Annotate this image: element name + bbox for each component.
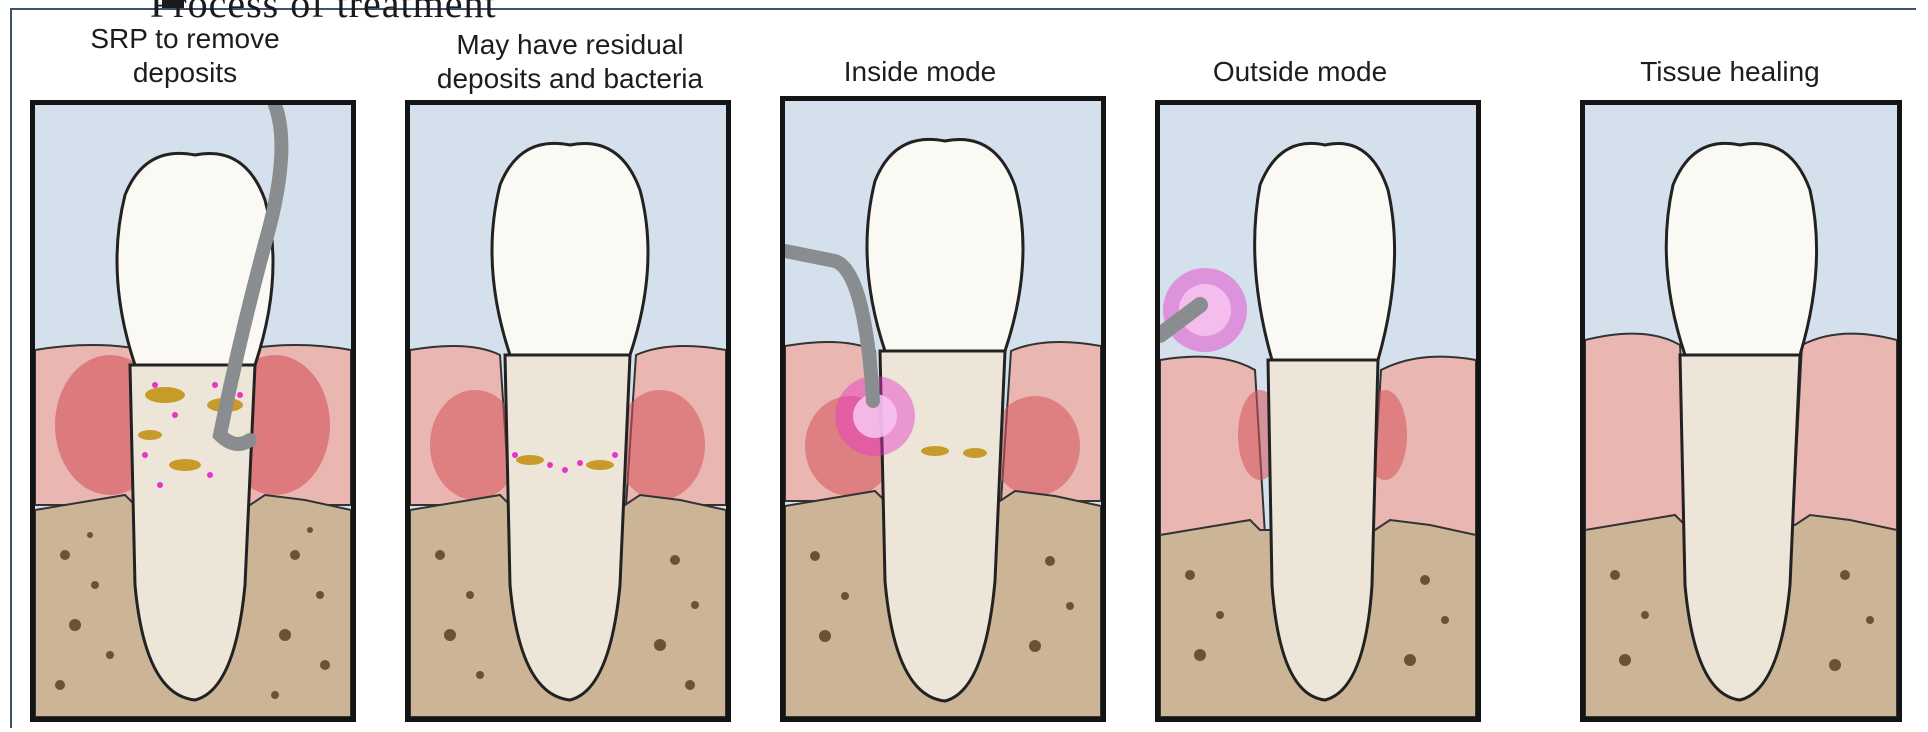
panel-inside-mode xyxy=(780,96,1106,722)
tooth-crown xyxy=(117,153,273,365)
caption-inside-mode: Inside mode xyxy=(770,55,1070,89)
panel-srp xyxy=(30,100,356,722)
panel-outside-mode xyxy=(1155,100,1481,722)
panel-tissue-healing xyxy=(1580,100,1902,722)
caption-residual: May have residual deposits and bacteria xyxy=(400,28,740,96)
caption-outside-mode: Outside mode xyxy=(1150,55,1450,89)
caption-srp: SRP to remove deposits xyxy=(35,22,335,90)
panel-residual xyxy=(405,100,731,722)
caption-tissue-healing: Tissue healing xyxy=(1580,55,1880,89)
